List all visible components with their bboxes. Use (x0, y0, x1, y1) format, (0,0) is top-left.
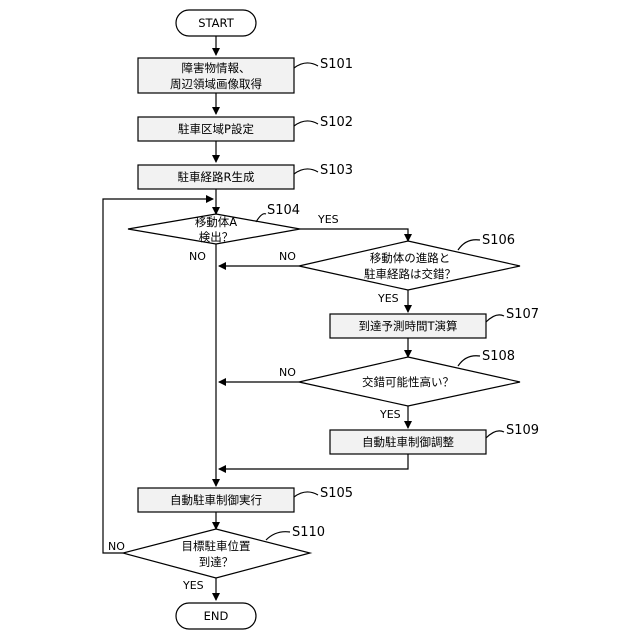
s110-no-label: NO (108, 540, 125, 553)
s110-yes-label: YES (182, 579, 204, 592)
s103-process: 駐車経路R生成 (138, 165, 294, 189)
s106-no-label: NO (279, 250, 296, 263)
s107-process: 到達予測時間T演算 (330, 314, 486, 338)
s110-text-line1: 目標駐車位置 (182, 539, 251, 553)
s105-step-label: S105 (320, 486, 353, 501)
s108-decision: 交錯可能性高い？ (299, 357, 520, 406)
s106-decision: 移動体の進路と 駐車経路は交錯？ (299, 241, 520, 290)
s106-leader (458, 240, 480, 250)
s106-text-line1: 移動体の進路と (370, 251, 451, 265)
s101-step-label: S101 (320, 57, 353, 72)
s101-leader (294, 63, 318, 68)
s105-leader (294, 492, 318, 497)
s102-process: 駐車区域P設定 (138, 117, 294, 141)
s109-step-label: S109 (506, 423, 539, 438)
s107-step-label: S107 (506, 307, 539, 322)
s102-text: 駐車区域P設定 (178, 122, 254, 136)
s104-text-line1: 移動体A (195, 215, 237, 229)
s106-yes-label: YES (377, 292, 399, 305)
s107-text: 到達予測時間T演算 (358, 319, 457, 333)
s109-text: 自動駐車制御調整 (362, 435, 454, 449)
s105-process: 自動駐車制御実行 (138, 488, 294, 512)
s108-yes-label: YES (379, 408, 401, 421)
s108-no-label: NO (279, 366, 296, 379)
s109-process: 自動駐車制御調整 (330, 430, 486, 454)
arrow-s109-to-main (219, 454, 408, 469)
s102-step-label: S102 (320, 115, 353, 130)
end-terminal: END (176, 603, 256, 629)
s107-leader (486, 315, 504, 322)
s104-decision: 移動体A 検出？ (128, 214, 300, 244)
s108-leader (458, 356, 480, 366)
s103-leader (294, 169, 318, 174)
s106-text-line2: 駐車経路は交錯？ (364, 267, 456, 281)
s105-text: 自動駐車制御実行 (170, 493, 262, 507)
s110-leader (266, 532, 290, 540)
s103-text: 駐車経路R生成 (178, 170, 255, 184)
s104-step-label: S104 (267, 203, 300, 218)
start-terminal: START (176, 10, 256, 36)
s110-text-line2: 到達？ (199, 555, 234, 569)
s104-yes-label: YES (317, 213, 339, 226)
s104-no-label: NO (189, 250, 206, 263)
s108-step-label: S108 (482, 349, 515, 364)
s102-leader (294, 121, 318, 126)
arrow-s104-yes-to-s106 (300, 229, 408, 241)
s110-step-label: S110 (292, 525, 325, 540)
s108-text: 交錯可能性高い？ (362, 375, 454, 389)
s101-text-line2: 周辺領域画像取得 (170, 77, 262, 91)
s103-step-label: S103 (320, 163, 353, 178)
s106-step-label: S106 (482, 233, 515, 248)
s101-text-line1: 障害物情報、 (182, 61, 251, 75)
s109-leader (486, 431, 504, 438)
end-label: END (204, 609, 229, 623)
s110-decision: 目標駐車位置 到達？ (123, 529, 310, 578)
s104-text-line2: 検出？ (199, 230, 234, 244)
s104-leader (256, 214, 266, 222)
start-label: START (198, 16, 234, 30)
s101-process: 障害物情報、 周辺領域画像取得 (138, 58, 294, 93)
